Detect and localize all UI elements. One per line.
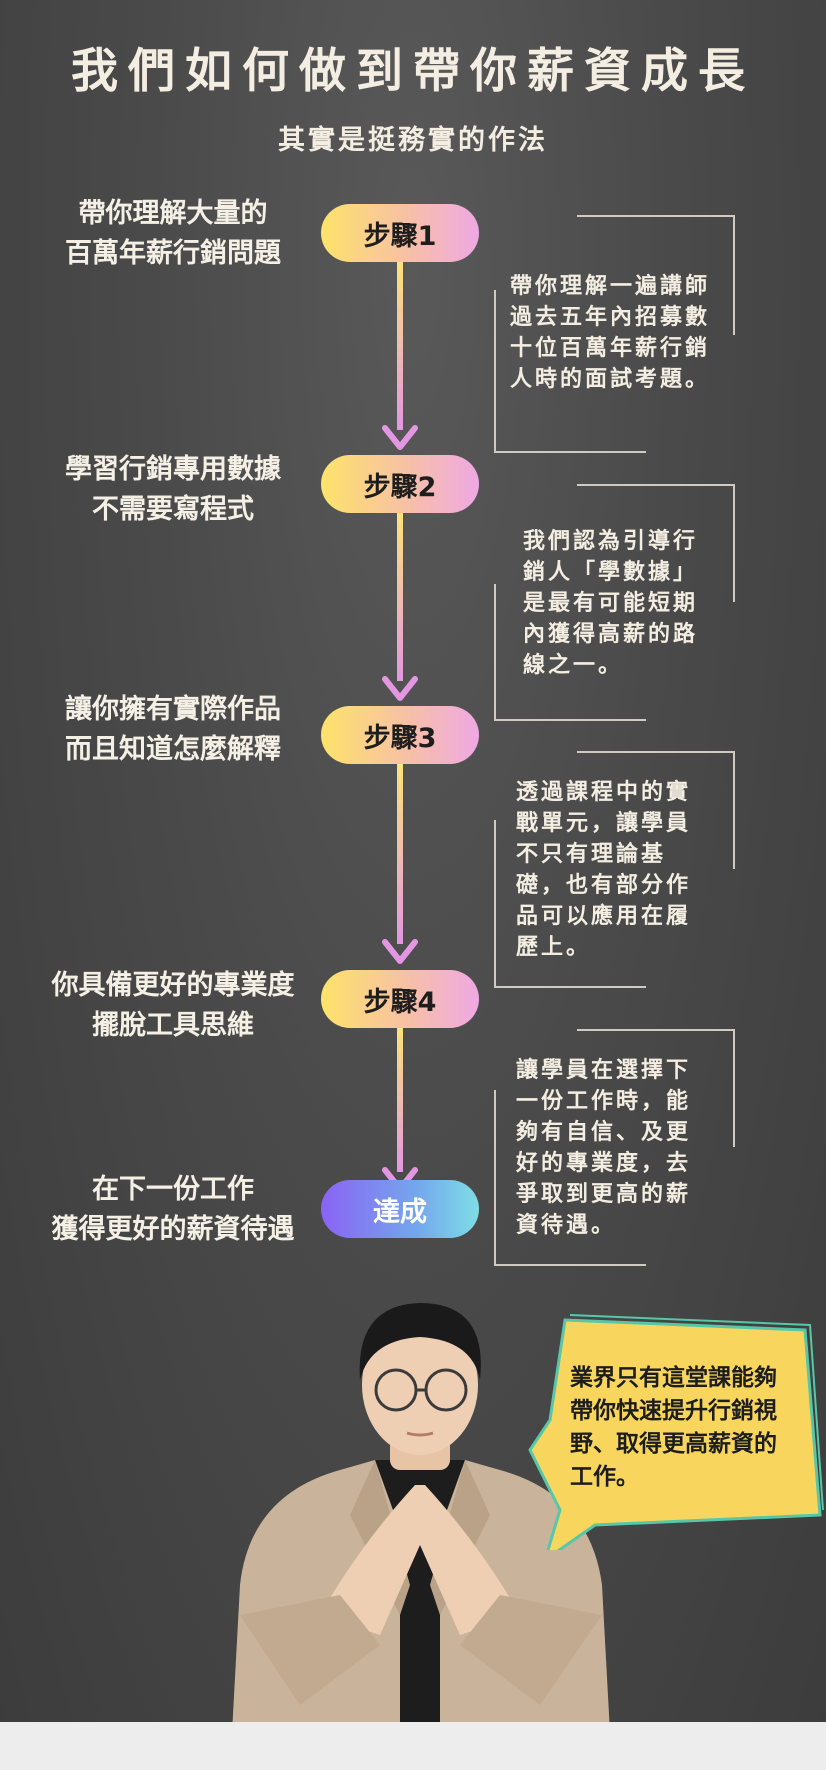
step-4-label: 你具備更好的專業度 擺脫工具思維 [18, 966, 328, 1046]
step-3-desc-line-1: 透過課程中的實 [516, 780, 692, 805]
step-1-desc-line-2: 過去五年內招募數 [510, 305, 711, 330]
connector-4-final [382, 1027, 418, 1192]
step-3-pill: 步驟3 [321, 706, 479, 764]
step-2-label-line-1: 學習行銷專用數據 [65, 454, 281, 485]
step-2-desc-line-1: 我們認為引導行 [523, 529, 699, 554]
connector-1-2 [382, 262, 418, 450]
step-4-description: 讓學員在選擇下 一份工作時，能 夠有自信、及更 好的專業度，去 爭取到更高的薪 … [516, 1055, 756, 1241]
step-4-desc-line-3: 夠有自信、及更 [516, 1120, 692, 1145]
step-4-pill: 步驟4 [321, 970, 479, 1028]
step-4-desc-line-4: 好的專業度，去 [516, 1151, 692, 1176]
step-2-desc-line-2: 銷人「學數據」 [523, 560, 699, 585]
connector-2-3 [382, 513, 418, 701]
connector-3-4 [382, 764, 418, 964]
step-2-pill: 步驟2 [321, 455, 479, 513]
page-subtitle: 其實是挺務實的作法 [278, 125, 548, 156]
step-3-label-line-1: 讓你擁有實際作品 [65, 694, 281, 725]
instructor-photo [230, 1303, 612, 1770]
speech-bubble [528, 1314, 824, 1550]
speech-bubble-text: 業界只有這堂課能夠 帶你快速提升行銷視 野、取得更高薪資的 工作。 [570, 1362, 810, 1494]
step-1-label: 帶你理解大量的 百萬年薪行銷問題 [18, 194, 328, 274]
step-2-desc-line-5: 線之一。 [523, 653, 624, 678]
step-1-description: 帶你理解一遍講師 過去五年內招募數 十位百萬年薪行銷 人時的面試考題。 [510, 271, 750, 395]
bubble-line-2: 帶你快速提升行銷視 [570, 1398, 777, 1424]
step-4-desc-line-5: 爭取到更高的薪 [516, 1182, 692, 1207]
page-title: 我們如何做到帶你薪資成長 [71, 44, 755, 99]
step-1-desc-line-4: 人時的面試考題。 [510, 367, 711, 392]
step-1-label-line-1: 帶你理解大量的 [78, 198, 268, 229]
step-3-desc-line-4: 礎，也有部分作 [516, 873, 692, 898]
step-3-desc-line-3: 不只有理論基 [516, 842, 667, 867]
step-4-label-line-1: 你具備更好的專業度 [51, 970, 295, 1001]
final-step-label-line-1: 在下一份工作 [92, 1174, 254, 1205]
step-2-label-line-2: 不需要寫程式 [92, 494, 254, 525]
bubble-line-1: 業界只有這堂課能夠 [570, 1365, 777, 1391]
step-3-description: 透過課程中的實 戰單元，讓學員 不只有理論基 礎，也有部分作 品可以應用在履 歷… [516, 777, 756, 963]
step-3-label: 讓你擁有實際作品 而且知道怎麼解釋 [18, 690, 328, 770]
bubble-line-4: 工作。 [570, 1464, 639, 1490]
final-step-label-line-2: 獲得更好的薪資待遇 [51, 1214, 295, 1245]
step-4-label-line-2: 擺脫工具思維 [92, 1010, 254, 1041]
step-3-desc-line-2: 戰單元，讓學員 [516, 811, 692, 836]
final-step-pill: 達成 [321, 1180, 479, 1238]
final-step-label: 在下一份工作 獲得更好的薪資待遇 [18, 1170, 328, 1250]
step-4-desc-line-6: 資待遇。 [516, 1213, 617, 1238]
step-3-label-line-2: 而且知道怎麼解釋 [65, 734, 281, 765]
step-4-desc-line-2: 一份工作時，能 [516, 1089, 692, 1114]
step-2-desc-line-4: 內獲得高薪的路 [523, 622, 699, 647]
step-3-desc-line-6: 歷上。 [516, 935, 592, 960]
step-2-description: 我們認為引導行 銷人「學數據」 是最有可能短期 內獲得高薪的路 線之一。 [523, 526, 763, 681]
desk-surface [0, 1722, 826, 1770]
step-2-label: 學習行銷專用數據 不需要寫程式 [18, 450, 328, 530]
step-3-desc-line-5: 品可以應用在履 [516, 904, 692, 929]
step-1-label-line-2: 百萬年薪行銷問題 [65, 238, 281, 269]
step-1-desc-line-3: 十位百萬年薪行銷 [510, 336, 711, 361]
step-1-desc-line-1: 帶你理解一遍講師 [510, 274, 711, 299]
step-4-desc-line-1: 讓學員在選擇下 [516, 1058, 692, 1083]
step-2-desc-line-3: 是最有可能短期 [523, 591, 699, 616]
step-1-pill: 步驟1 [321, 204, 479, 262]
bubble-line-3: 野、取得更高薪資的 [570, 1431, 777, 1457]
